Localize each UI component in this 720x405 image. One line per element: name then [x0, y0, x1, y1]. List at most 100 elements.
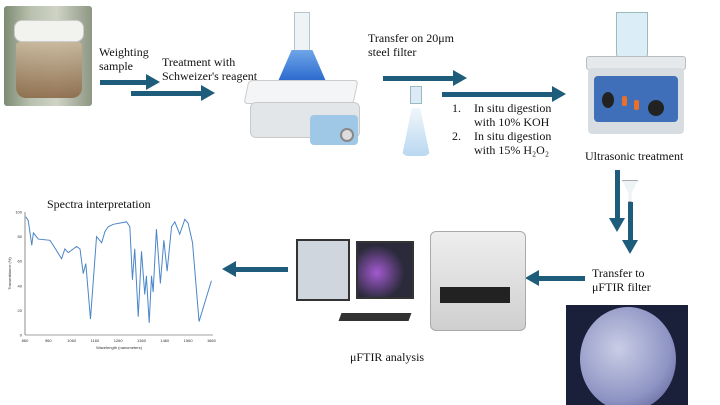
- spectrum-point: [26, 217, 27, 219]
- monitor-right: [356, 241, 414, 299]
- item-line: with 15% H₂O₂: [474, 143, 550, 157]
- microscope-stage: [440, 287, 510, 303]
- jar-body: [16, 42, 82, 98]
- spectrum-point: [152, 291, 154, 293]
- treatment-label: Treatment with Schweizer's reagent: [162, 55, 257, 83]
- item-line: with 10% KOH: [474, 115, 550, 129]
- weighting-label: Weighting sample: [99, 45, 149, 73]
- arrow-to-ftir: [525, 270, 585, 286]
- spectrum-point: [37, 238, 39, 240]
- arrow-treatment: [131, 85, 215, 101]
- spectrum-point: [166, 270, 168, 272]
- hotplate-knob: [340, 128, 354, 142]
- indicator-light: [634, 100, 639, 110]
- spectrum-point: [76, 246, 77, 247]
- transfer-ftir-label: Transfer to μFTIR filter: [592, 266, 651, 294]
- spectrum-point: [61, 258, 62, 260]
- x-tick-label: 1360: [137, 338, 147, 343]
- spectrum-point: [132, 279, 133, 280]
- chart-title: Spectra interpretation: [47, 197, 151, 211]
- spectrum-point: [126, 221, 127, 223]
- arrow-to-spectra: [222, 261, 288, 277]
- arrow-transfer-filter: [383, 70, 467, 86]
- spectrum-point: [79, 248, 81, 250]
- flask-neck: [294, 12, 310, 52]
- spectrum-point: [151, 275, 152, 277]
- filter-flask: [402, 108, 430, 156]
- beaker: [616, 12, 648, 58]
- x-tick-label: 860: [22, 338, 29, 343]
- transfer-filter-line-2: steel filter: [368, 45, 417, 59]
- arrow-weighting: [100, 74, 160, 90]
- spectrum-point: [160, 283, 161, 284]
- y-tick-label: 60: [18, 259, 23, 264]
- knob-icon: [648, 100, 664, 116]
- spectrum-point: [148, 322, 150, 323]
- arrow-digestion: [442, 86, 566, 102]
- transfer-filter-line-1: Transfer on 20μm: [368, 31, 454, 45]
- spectrum-point: [211, 280, 212, 282]
- vacuum-filter-flask-image: [398, 86, 438, 158]
- x-tick-label: 1260: [114, 338, 124, 343]
- spectrum-point: [64, 248, 66, 250]
- x-tick-label: 1660: [207, 338, 217, 343]
- spectrum-point: [107, 226, 109, 228]
- spectrum-point: [146, 275, 147, 277]
- y-tick-label: 100: [15, 210, 22, 215]
- item-number: 1.: [452, 101, 461, 115]
- spectrum-point: [171, 226, 172, 228]
- weighting-line-1: Weighting: [99, 45, 149, 59]
- y-tick-label: 20: [18, 308, 23, 313]
- jar-lid: [14, 20, 84, 42]
- spectrum-point: [52, 244, 54, 246]
- ultrasonic-bath-image: [582, 8, 692, 140]
- spectrum-point: [33, 232, 34, 234]
- x-tick-label: 1460: [160, 338, 170, 343]
- hotplate-stirrer-image: [240, 10, 365, 150]
- spectrum-point: [82, 273, 84, 274]
- ftir-analysis-label: μFTIR analysis: [350, 350, 425, 364]
- y-axis-label: Transmittance (%): [7, 257, 12, 290]
- ftir-filter-photo: [566, 305, 688, 405]
- x-tick-label: 1160: [91, 338, 100, 343]
- small-funnel-icon: [622, 180, 638, 202]
- sample-jar-photo: [4, 6, 92, 106]
- filter-funnel: [410, 86, 422, 104]
- y-tick-label: 80: [18, 234, 23, 239]
- spectrum-point: [163, 239, 165, 241]
- item-line: In situ digestion: [474, 129, 552, 143]
- spectrum-point: [90, 318, 91, 320]
- microscope-body: [430, 231, 526, 331]
- knob-icon: [602, 92, 614, 108]
- spectrum-point: [179, 233, 181, 235]
- x-axis-label: Wavelength (nanometers): [96, 345, 143, 350]
- spectrum-point: [192, 242, 193, 244]
- indicator-light: [622, 96, 627, 106]
- weighting-line-2: sample: [99, 59, 133, 73]
- spectrum-point: [187, 222, 189, 224]
- filter-disc: [580, 307, 676, 405]
- arrow-down-2: [622, 202, 638, 254]
- spectrum-point: [144, 294, 146, 295]
- spectrum-point: [113, 224, 114, 225]
- keyboard: [338, 313, 412, 321]
- item-line: In situ digestion: [474, 101, 552, 115]
- x-tick-label: 1060: [67, 338, 77, 343]
- ultrasonic-label: Ultrasonic treatment: [585, 149, 684, 163]
- spectrum-point: [141, 251, 142, 252]
- spectrum-point: [129, 226, 131, 228]
- spectrum-point: [31, 244, 33, 246]
- spectrum-point: [68, 252, 69, 253]
- hotplate-top: [243, 80, 359, 104]
- monitor-left: [296, 239, 350, 301]
- spectrum-point: [85, 263, 87, 264]
- item-number: 2.: [452, 129, 461, 143]
- spectrum-point: [101, 242, 102, 244]
- spectrum-line: [25, 216, 212, 323]
